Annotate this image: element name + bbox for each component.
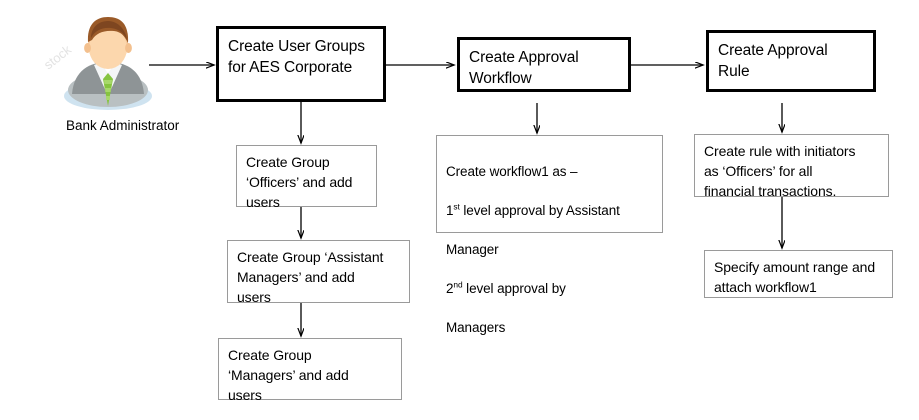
workflow-level-1-number: 1 (446, 202, 454, 218)
node-create-user-groups-label: Create User Groups for AES Corporate (228, 38, 365, 76)
workflow-level-2-ordinal-suffix: nd (453, 279, 463, 289)
node-group-managers-label: Create Group ‘Managers’ and add users (228, 347, 349, 403)
node-group-managers[interactable]: Create Group ‘Managers’ and add users (218, 338, 402, 403)
workflow-level-2-text: level approval by (462, 280, 566, 296)
workflow-definition-line-2: 1st level approval by Assistant (446, 201, 662, 221)
workflow-definition-line-4: 2nd level approval by (446, 279, 662, 299)
node-create-user-groups[interactable]: Create User Groups for AES Corporate (216, 26, 386, 102)
node-group-officers-label: Create Group ‘Officers’ and add users (246, 154, 353, 210)
node-workflow-definition[interactable]: Create workflow1 as – 1st level approval… (436, 135, 663, 335)
node-group-assistant-managers[interactable]: Create Group ‘Assistant Managers’ and ad… (227, 240, 410, 305)
node-amount-range-label: Specify amount range and attach workflow… (714, 259, 876, 295)
workflow-level-1-ordinal-suffix: st (453, 201, 460, 211)
user-avatar-icon (58, 10, 158, 112)
node-group-assistant-managers-label: Create Group ‘Assistant Managers’ and ad… (237, 249, 384, 305)
actor-label: Bank Administrator (66, 118, 180, 133)
node-create-approval-workflow[interactable]: Create Approval Workflow (457, 37, 631, 92)
workflow-level-1-text: level approval by Assistant (459, 202, 620, 218)
workflow-definition-line-1: Create workflow1 as – (446, 163, 578, 179)
node-rule-initiators[interactable]: Create rule with initiators as ‘Officers… (694, 134, 889, 199)
node-create-approval-workflow-label: Create Approval Workflow (469, 49, 579, 87)
node-rule-initiators-label: Create rule with initiators as ‘Officers… (704, 143, 856, 199)
node-amount-range[interactable]: Specify amount range and attach workflow… (704, 250, 893, 298)
workflow-definition-line-3: Manager (446, 241, 499, 257)
workflow-level-2-number: 2 (446, 280, 454, 296)
node-create-approval-rule[interactable]: Create Approval Rule (706, 30, 876, 92)
workflow-definition-line-5: Managers (446, 319, 506, 335)
node-create-approval-rule-label: Create Approval Rule (718, 42, 828, 80)
node-group-officers[interactable]: Create Group ‘Officers’ and add users (236, 145, 377, 210)
